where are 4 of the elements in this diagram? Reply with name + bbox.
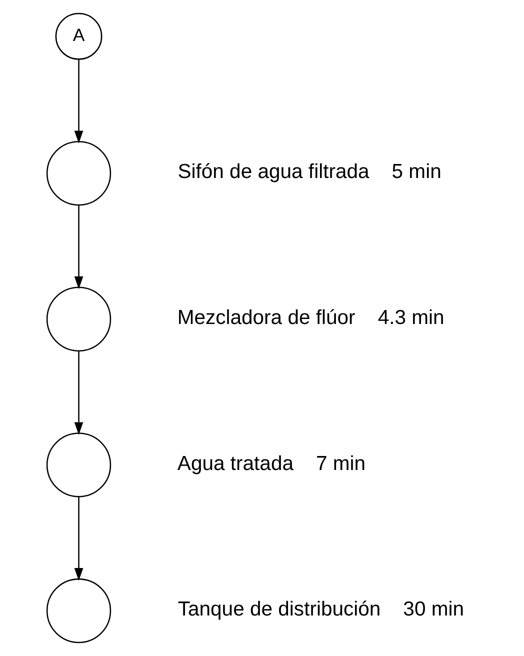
node-label: Agua tratada 7 min bbox=[177, 452, 366, 475]
node-label: Tanque de distribución 30 min bbox=[178, 598, 464, 621]
node-label: Sifón de agua filtrada 5 min bbox=[178, 161, 442, 184]
node-label: Mezcladora de flúor 4.3 min bbox=[177, 306, 444, 329]
